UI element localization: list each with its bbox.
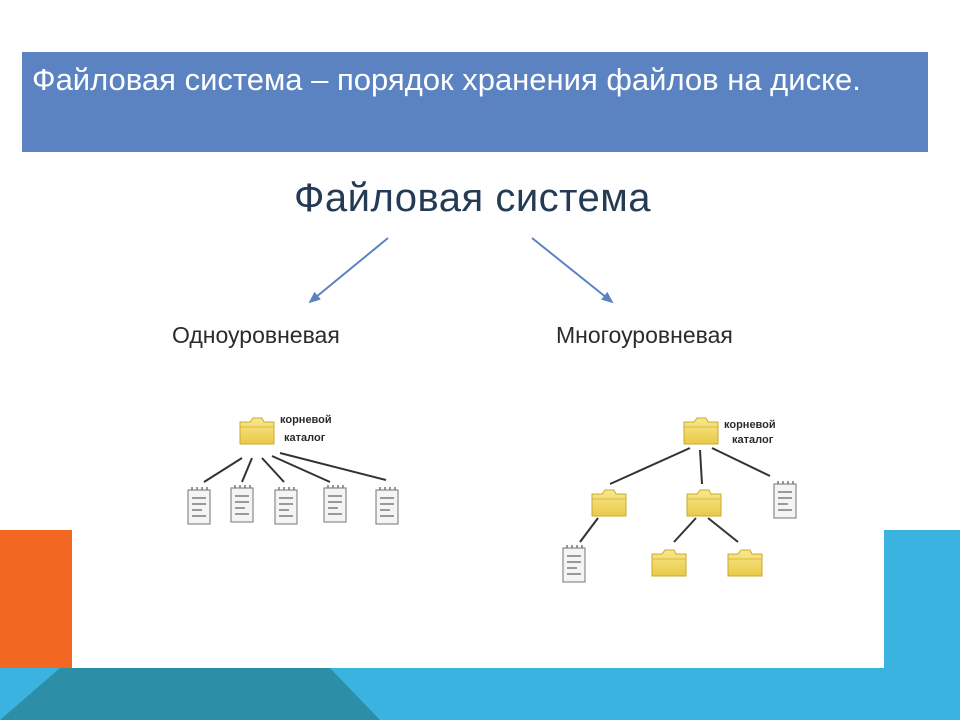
root-label-line2: каталог xyxy=(284,432,326,444)
single-level-tree: корневой каталог xyxy=(187,414,399,525)
file-icon xyxy=(323,484,347,523)
file-icon xyxy=(562,544,586,583)
folder-icon xyxy=(686,489,722,517)
file-icon xyxy=(274,486,298,525)
single-level-connectors xyxy=(203,452,387,483)
arrow-to-single-level xyxy=(308,237,389,304)
root-label-line1: корневой xyxy=(280,414,332,426)
file-icon xyxy=(187,486,211,525)
diagram-title: Файловая система xyxy=(293,176,652,220)
multi-level-connectors xyxy=(579,447,771,543)
folder-icon xyxy=(727,549,763,577)
file-icon xyxy=(375,486,399,525)
folder-icon xyxy=(591,489,627,517)
multi-level-label: Многоуровневая xyxy=(556,322,733,348)
definition-banner: Файловая система – порядок хранения файл… xyxy=(22,52,928,152)
file-icon xyxy=(230,484,254,523)
root-folder-icon xyxy=(683,417,719,445)
root-folder-icon xyxy=(239,417,275,445)
arrow-to-multi-level xyxy=(531,237,614,304)
root-label-line2: каталог xyxy=(732,434,774,446)
file-icon xyxy=(773,480,797,519)
single-level-label: Одноуровневая xyxy=(172,322,340,348)
decor-teal-shape xyxy=(0,668,380,720)
root-label-line1: корневой xyxy=(724,419,776,431)
multi-level-tree: корневой каталог xyxy=(562,417,797,583)
definition-text: Файловая система – порядок хранения файл… xyxy=(32,62,861,97)
folder-icon xyxy=(651,549,687,577)
